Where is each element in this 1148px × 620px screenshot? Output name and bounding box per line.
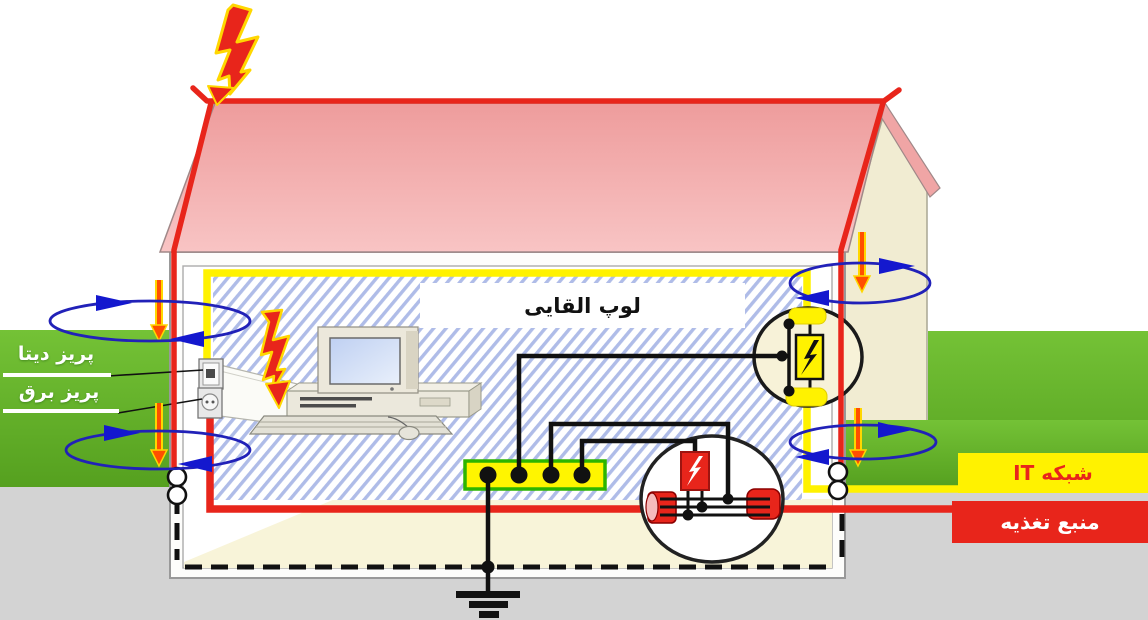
- power-supply-wire: [206, 415, 1148, 513]
- induction-loop-ellipse: [64, 425, 252, 472]
- it-loop-wire-left-top: [203, 269, 811, 362]
- down-conductor-left: [171, 100, 214, 471]
- ground-symbol-icon: [456, 560, 520, 618]
- power-spd-internals: [645, 451, 781, 524]
- computer: [248, 326, 483, 441]
- induction-loop-ellipse: [48, 295, 252, 347]
- monitor-screen: [329, 337, 401, 385]
- data-socket: [198, 358, 224, 390]
- power-label-underline: [3, 409, 119, 413]
- induced-current-arrows: [149, 232, 872, 468]
- label-it-network: شبکه IT: [958, 453, 1148, 493]
- power-cable-cut-right: [746, 488, 781, 520]
- wire-to-it-spd: [516, 353, 789, 475]
- surge-arrow-icon: [149, 403, 169, 468]
- induction-loop-ellipse: [788, 422, 938, 465]
- induction-loops: [48, 258, 938, 472]
- keyboard: [248, 415, 454, 435]
- down-conductor-right: [838, 100, 886, 469]
- title-induced-loop: لوپ القایی: [420, 283, 745, 328]
- induction-loop-ellipse: [788, 258, 932, 306]
- label-power-supply: منبع تغذیه: [952, 501, 1148, 543]
- mouse: [398, 425, 420, 441]
- surge-arrow-icon: [852, 232, 872, 294]
- monitor-side-vents: [406, 331, 418, 389]
- label-data-socket: پریز دیتا: [17, 343, 95, 365]
- bonding-wires: [485, 353, 789, 567]
- system-unit-side: [468, 382, 482, 418]
- it-wire-terminal-top: [788, 307, 827, 325]
- it-wire-terminal-bottom: [785, 387, 828, 407]
- roof-front-slope: [158, 102, 886, 253]
- bonding-bar-terminals: [479, 466, 591, 484]
- wire-to-power-spd: [579, 438, 698, 475]
- wire-to-power-line: [548, 421, 731, 500]
- ridge-conductor: [190, 85, 902, 104]
- power-socket: [197, 387, 223, 419]
- lightning-down-conductors: [171, 85, 902, 471]
- data-label-underline: [3, 373, 111, 377]
- surge-arrow-icon: [149, 280, 169, 343]
- it-spd-internals: [776, 307, 828, 407]
- label-power-socket: پریز برق: [18, 381, 100, 403]
- lightning-strike-icon: [207, 3, 260, 106]
- floor-perspective-corner: [184, 499, 335, 562]
- data-socket-pointer: [107, 369, 204, 377]
- computer-surge-lightning-icon: [259, 308, 291, 409]
- earth-electrode-ring: [174, 497, 845, 570]
